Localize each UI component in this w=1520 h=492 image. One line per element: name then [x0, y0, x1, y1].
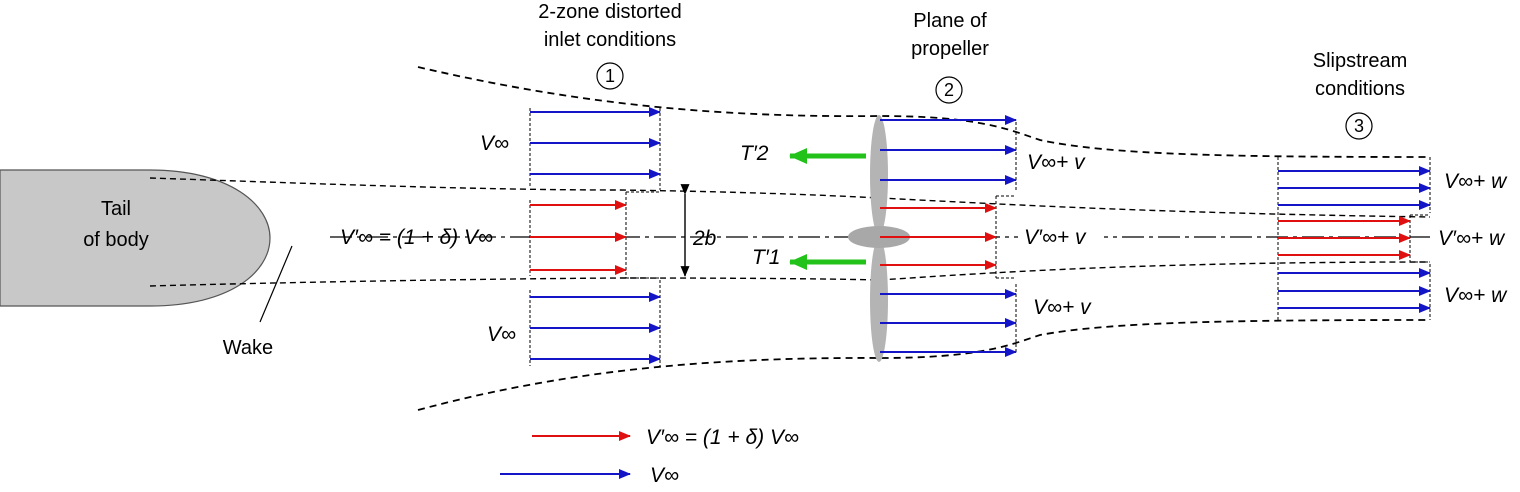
tail-of-body [0, 169, 271, 307]
station1-title-2: inlet conditions [544, 29, 676, 51]
station1-number: 1 [605, 66, 615, 86]
station2-title-1: Plane of [913, 10, 987, 32]
propeller [848, 115, 910, 362]
station3-title-1: Slipstream [1313, 50, 1407, 72]
label-v-inf-plus-w-upper: V∞+ w [1444, 170, 1508, 193]
label-v-inf-upper: V∞ [480, 132, 509, 155]
station2-profile [880, 115, 1017, 357]
wake-streamline-lower [149, 261, 1431, 287]
label-v-inf-prime-plus-v: V′∞+ v [1024, 226, 1087, 249]
station1-circle [596, 62, 624, 90]
label-t1-prime: T′1 [752, 246, 780, 269]
station2-circle [935, 76, 963, 104]
label-bg-v-prime-plus-v [1018, 225, 1104, 249]
legend: V′∞ = (1 + δ) V∞ V∞ [500, 426, 799, 487]
station2-title-2: propeller [911, 38, 989, 60]
wake-streamline-upper [149, 177, 1431, 218]
label-v-inf-lower: V∞ [487, 323, 516, 346]
label-v-inf-plus-v-lower: V∞+ v [1033, 296, 1092, 319]
station3-number: 3 [1354, 116, 1364, 136]
legend-red-label: V′∞ = (1 + δ) V∞ [646, 426, 799, 449]
station1-profile [529, 107, 661, 366]
label-v-inf-prime-eq: V′∞ = (1 + δ) V∞ [340, 226, 493, 249]
tail-label-1: Tail [101, 198, 131, 220]
wake-label: Wake [223, 337, 273, 359]
outer-streamline-upper [417, 66, 1431, 158]
label-v-inf-plus-w-lower: V∞+ w [1444, 284, 1508, 307]
station3-title-2: conditions [1315, 78, 1405, 100]
label-v-inf-plus-v-upper: V∞+ v [1027, 151, 1086, 174]
station3-profile [1277, 157, 1431, 320]
label-t2-prime: T′2 [740, 142, 769, 165]
tail-label-2: of body [83, 229, 149, 251]
legend-blue-label: V∞ [650, 464, 679, 487]
station2-number: 2 [944, 80, 954, 100]
station3-circle [1345, 112, 1373, 140]
station1-title-1: 2-zone distorted [538, 1, 681, 23]
wake-pointer-line [259, 245, 293, 323]
outer-streamline-lower [417, 319, 1431, 411]
label-v-inf-prime-plus-w: V′∞+ w [1438, 227, 1506, 250]
label-2b: 2b [692, 227, 717, 250]
